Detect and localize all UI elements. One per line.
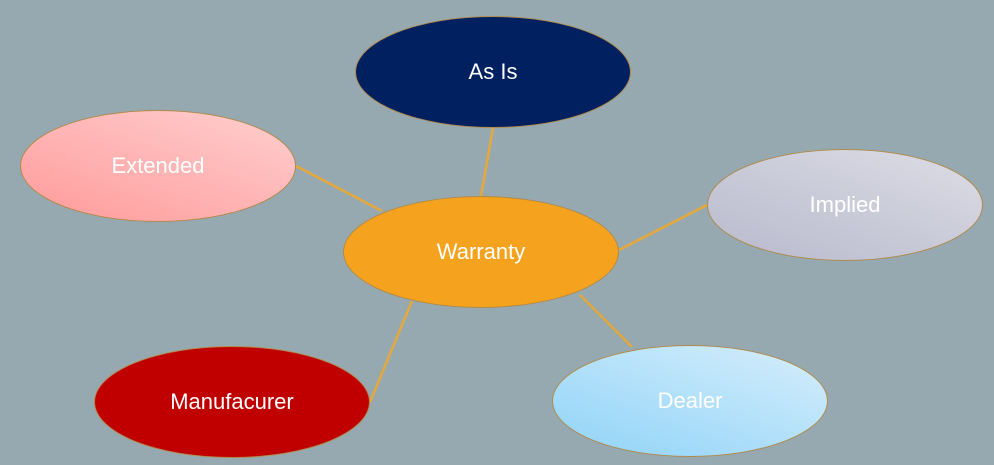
node-label-dealer: Dealer bbox=[657, 388, 723, 413]
node-implied[interactable]: Implied bbox=[707, 149, 983, 261]
node-label-implied: Implied bbox=[809, 192, 881, 217]
connector-dealer bbox=[579, 294, 633, 348]
connector-extended bbox=[295, 164, 383, 213]
node-manufacturer[interactable]: Manufacurer bbox=[94, 346, 370, 458]
node-label-warranty: Warranty bbox=[436, 239, 526, 264]
node-as-is[interactable]: As Is bbox=[355, 16, 631, 128]
node-dealer[interactable]: Dealer bbox=[552, 345, 828, 457]
node-warranty[interactable]: Warranty bbox=[343, 196, 619, 308]
node-extended[interactable]: Extended bbox=[20, 110, 296, 222]
connector-as-is bbox=[479, 127, 495, 197]
connector-implied bbox=[618, 203, 708, 252]
node-label-manufacturer: Manufacurer bbox=[170, 389, 294, 414]
node-label-extended: Extended bbox=[111, 153, 205, 178]
node-label-as-is: As Is bbox=[468, 59, 518, 84]
connector-manufacturer bbox=[368, 300, 414, 403]
